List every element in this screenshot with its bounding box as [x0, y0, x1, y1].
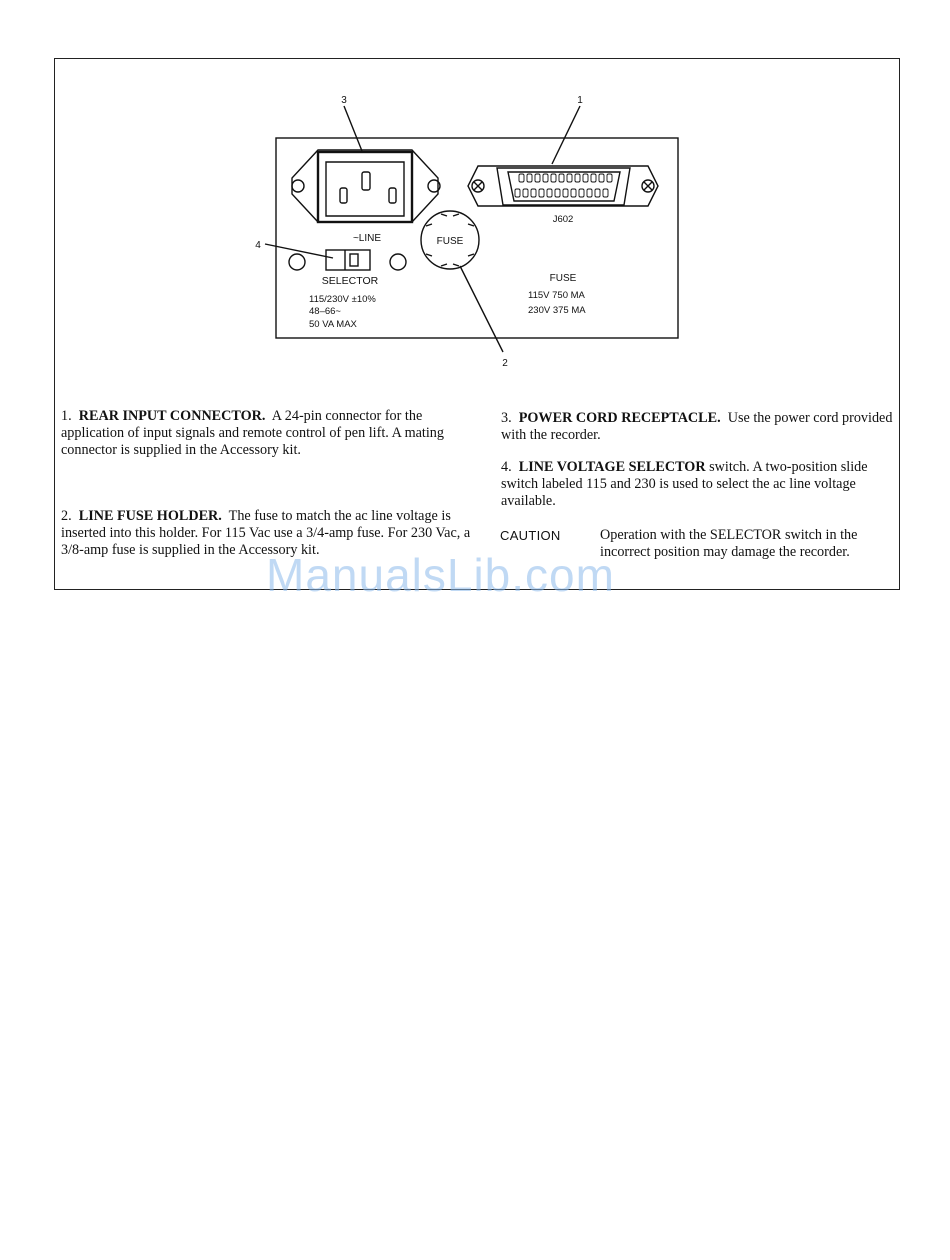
item-number: 4. — [501, 459, 512, 475]
connector-pin — [534, 173, 541, 183]
item-text: A 24-pin connector for the application o… — [61, 408, 444, 458]
connector-pin — [550, 173, 557, 183]
rating-power: 50 VA MAX — [309, 319, 358, 330]
figure-frame — [54, 58, 900, 590]
item-number: 3. — [501, 410, 512, 426]
rating-frequency: 48–66~ — [309, 306, 341, 317]
connector-pin — [518, 173, 525, 183]
item-title: POWER CORD RECEPTACLE. — [518, 410, 721, 426]
connector-pin — [514, 188, 521, 198]
connector-pin — [526, 173, 533, 183]
line-label: ~LINE — [353, 233, 381, 244]
mounting-screw-icon — [288, 253, 306, 271]
fuse-rating-115: 115V 750 MA — [528, 290, 586, 301]
item-text: switch. A two-position slide switch labe… — [501, 459, 868, 509]
item-number: 1. — [61, 408, 72, 424]
item-title: REAR INPUT CONNECTOR. — [78, 408, 266, 424]
rating-voltage: 115/230V ±10% — [309, 294, 376, 305]
connector-pin — [538, 188, 545, 198]
item-text: Use the power cord provided with the rec… — [501, 410, 893, 443]
connector-pin — [598, 173, 605, 183]
connector-pin — [606, 173, 613, 183]
connector-pin — [542, 173, 549, 183]
item-power-cord-receptacle: 3. POWER CORD RECEPTACLE. Use the power … — [501, 410, 897, 444]
connector-pin — [586, 188, 593, 198]
callout-leader-3 — [343, 105, 363, 152]
callout-4: 4 — [255, 240, 261, 251]
connector-pin — [602, 188, 609, 198]
watermark: ManualsLib.com — [266, 549, 615, 601]
callout-leader-4 — [264, 243, 334, 259]
connector-pin — [558, 173, 565, 183]
connector-pin — [590, 173, 597, 183]
connector-pin — [570, 188, 577, 198]
connector-pin — [574, 173, 581, 183]
callout-leader-2 — [459, 265, 504, 353]
callout-leader-1 — [551, 105, 581, 165]
rear-input-connector-icon — [467, 165, 659, 207]
connector-pin — [578, 188, 585, 198]
connector-pin — [554, 188, 561, 198]
connector-pin — [582, 173, 589, 183]
rear-panel-outline — [275, 137, 679, 339]
item-title: LINE VOLTAGE SELECTOR — [518, 459, 706, 475]
connector-pin — [566, 173, 573, 183]
connector-id-label: J602 — [553, 214, 574, 225]
item-line-fuse-holder: 2. LINE FUSE HOLDER. The fuse to match t… — [61, 508, 471, 558]
selector-switch-icon — [325, 249, 371, 271]
fuse-holder-label: FUSE — [437, 236, 464, 247]
connector-pin — [522, 188, 529, 198]
item-number: 2. — [61, 508, 72, 524]
callout-1: 1 — [577, 95, 583, 106]
fuse-holder-icon — [420, 210, 480, 270]
fuse-rating-230: 230V 375 MA — [528, 305, 586, 316]
fuse-rating-title: FUSE — [550, 273, 577, 284]
item-title: LINE FUSE HOLDER. — [78, 508, 222, 524]
rear-panel-figure: 1 2 3 4 ~LINE SELECTOR 115/230V ±10% 48–… — [255, 95, 679, 369]
connector-pin — [530, 188, 537, 198]
caution-label: CAUTION — [500, 528, 561, 543]
callout-3: 3 — [341, 95, 347, 106]
connector-pin — [546, 188, 553, 198]
connector-pin — [562, 188, 569, 198]
item-line-voltage-selector: 4. LINE VOLTAGE SELECTOR switch. A two-p… — [501, 459, 897, 509]
caution-text: Operation with the SELECTOR switch in th… — [600, 527, 858, 560]
selector-label: SELECTOR — [322, 275, 379, 287]
item-rear-input-connector: 1. REAR INPUT CONNECTOR. A 24-pin connec… — [61, 408, 471, 458]
connector-pin — [594, 188, 601, 198]
power-receptacle-icon — [291, 149, 441, 224]
item-text: The fuse to match the ac line voltage is… — [61, 508, 471, 558]
callout-2: 2 — [502, 358, 508, 369]
mounting-screw-icon — [389, 253, 407, 271]
